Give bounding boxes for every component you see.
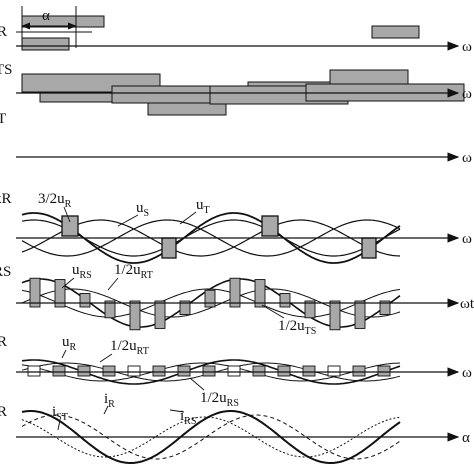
pulse-trains <box>21 15 465 116</box>
shade-block <box>254 279 266 308</box>
sample-block <box>361 237 377 259</box>
panel-label-3: -T <box>0 111 6 127</box>
annot-iR: iR <box>104 391 115 410</box>
shade-block <box>29 277 41 308</box>
panel-label-2: TS <box>0 62 13 78</box>
step-block <box>327 365 341 377</box>
axis-label-2: ω <box>462 86 472 102</box>
shade-block <box>379 300 391 315</box>
shade-block <box>204 289 216 308</box>
step-block <box>127 365 141 377</box>
axis-label-7: α <box>462 430 470 446</box>
alpha-label: α <box>42 8 50 24</box>
sine-waves <box>21 212 401 464</box>
axis-label-1: ω <box>462 39 472 55</box>
annot-iRS: iRS <box>180 408 196 427</box>
shade-block <box>54 279 66 308</box>
step-block <box>252 365 266 377</box>
annot-3-2-uR: 3/2uR <box>38 191 72 210</box>
sample-block <box>161 237 177 259</box>
panel-label-5: RS <box>0 264 11 280</box>
panel-label-4: kR <box>0 191 12 207</box>
panel-label-1: -R <box>0 24 7 40</box>
step-block <box>202 365 216 377</box>
axes <box>16 41 460 442</box>
step-block <box>352 365 366 377</box>
current-iST <box>21 414 401 460</box>
step-block <box>377 365 391 377</box>
shade-block <box>354 300 366 329</box>
step-block <box>277 365 291 377</box>
panel-label-6: R <box>0 334 7 350</box>
step-block <box>27 365 41 377</box>
shade-block <box>229 277 241 308</box>
panel-label-7: -R <box>0 404 7 420</box>
sample-block <box>261 215 279 237</box>
shade-block <box>104 300 116 319</box>
shade-block <box>79 293 91 308</box>
step-block <box>302 365 316 377</box>
axis-label-4: ω <box>462 231 472 247</box>
alpha-dimension <box>16 6 92 48</box>
axis-label-3: ω <box>462 150 472 166</box>
shade-block <box>279 293 291 308</box>
shade-block <box>329 300 341 331</box>
pulse-block <box>329 69 409 86</box>
pulse-block <box>21 37 70 51</box>
current-iRS <box>21 416 401 458</box>
annot-uR: uR <box>62 334 77 353</box>
sample-block <box>61 215 79 237</box>
step-block <box>77 365 91 377</box>
step-block <box>227 365 241 377</box>
shade-block <box>129 300 141 331</box>
annot-uT: uT <box>196 197 210 216</box>
step-block <box>152 365 166 377</box>
annot-uS: uS <box>136 200 149 219</box>
annot-iST: iST <box>52 404 68 423</box>
pulse-block <box>21 15 105 28</box>
annot-half-uRT-2: 1/2uRT <box>110 338 149 357</box>
phase-wave <box>21 219 401 257</box>
shade-block <box>179 300 191 315</box>
wave-3-2-uR <box>21 212 401 264</box>
annot-half-uRS: 1/2uRS <box>200 390 239 409</box>
phase-wave <box>21 219 401 257</box>
axis-label-5: ωt <box>460 296 474 312</box>
shade-block <box>154 300 166 329</box>
annot-uRS: uRS <box>72 262 92 281</box>
shade-block <box>304 300 316 319</box>
annot-half-uTS: 1/2uTS <box>278 318 316 337</box>
annot-half-uRT-1: 1/2uRT <box>114 262 153 281</box>
axis-label-6: ω <box>462 365 472 381</box>
current-iR <box>21 410 401 464</box>
step-block <box>52 365 66 377</box>
step-block <box>102 365 116 377</box>
pulse-block <box>371 25 420 39</box>
step-block <box>177 365 191 377</box>
